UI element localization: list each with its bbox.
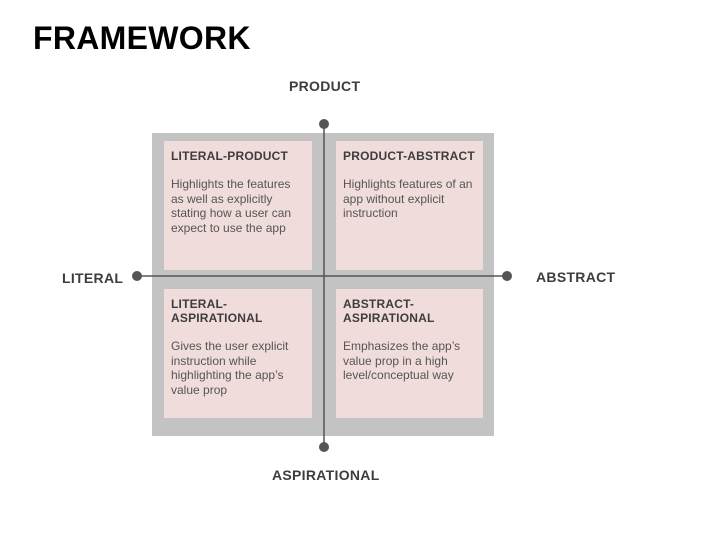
quadrant-literal-product: LITERAL-PRODUCT Highlights the features … xyxy=(164,141,312,270)
axis-endpoint-left xyxy=(132,271,142,281)
quadrant-description: Emphasizes the app’s value prop in a hig… xyxy=(343,339,461,383)
quadrant-title: LITERAL-ASPIRATIONAL xyxy=(171,297,263,325)
page-title: FRAMEWORK xyxy=(33,20,251,56)
quadrant-product-abstract: PRODUCT-ABSTRACT Highlights features of … xyxy=(336,141,483,270)
axis-endpoint-bottom xyxy=(319,442,329,452)
quadrant-description: Highlights the features as well as expli… xyxy=(171,177,292,235)
axis-label-bottom: ASPIRATIONAL xyxy=(272,467,380,483)
quadrant-abstract-aspirational: ABSTRACT-ASPIRATIONAL Emphasizes the app… xyxy=(336,289,483,418)
quadrant-title: LITERAL-PRODUCT xyxy=(171,149,288,163)
axis-label-right: ABSTRACT xyxy=(536,269,616,285)
axis-label-left: LITERAL xyxy=(62,270,124,286)
quadrant-description: Highlights features of an app without ex… xyxy=(343,177,473,221)
quadrant-title: ABSTRACT-ASPIRATIONAL xyxy=(343,297,435,325)
quadrant-description: Gives the user explicit instruction whil… xyxy=(171,339,289,397)
axis-endpoint-right xyxy=(502,271,512,281)
quadrant-literal-aspirational: LITERAL-ASPIRATIONAL Gives the user expl… xyxy=(164,289,312,418)
quadrant-title: PRODUCT-ABSTRACT xyxy=(343,149,475,163)
axis-label-top: PRODUCT xyxy=(289,78,361,94)
axis-endpoint-top xyxy=(319,119,329,129)
